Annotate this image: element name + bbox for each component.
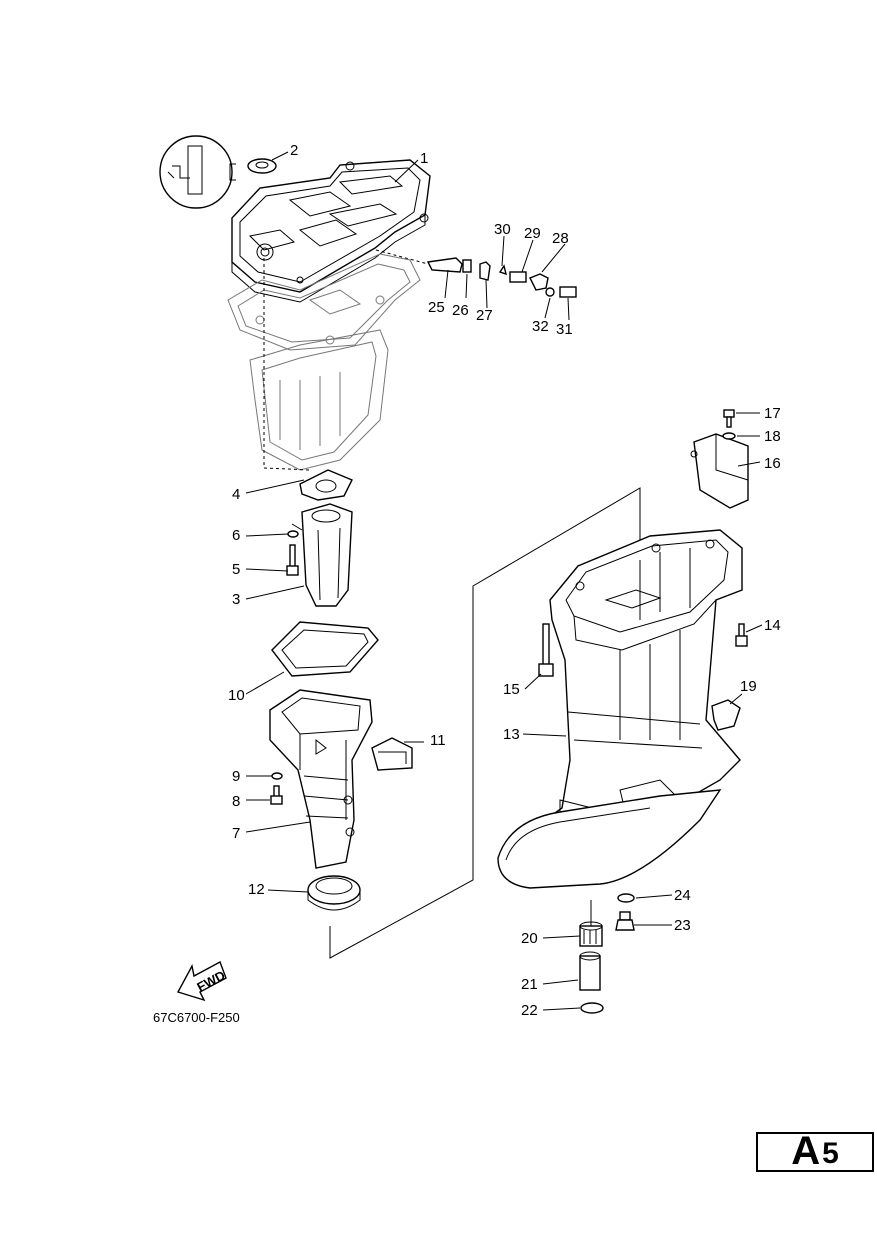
- upper-gasket-ghost: [227, 253, 421, 351]
- callout-18: 18: [764, 428, 781, 445]
- callout-2: 2: [290, 142, 298, 159]
- part-15-bolt: [538, 623, 554, 677]
- bracket-line: [329, 487, 641, 959]
- callout-27: 27: [476, 307, 493, 324]
- callout-9: 9: [232, 768, 240, 785]
- part-4-gasket: [299, 469, 353, 501]
- part-18-washer: [722, 432, 736, 440]
- part-9-washer: [271, 772, 283, 780]
- part-1-upper-casing: [231, 159, 431, 303]
- part-19-grommet: [711, 699, 741, 731]
- oil-pan-ghost: [249, 329, 389, 471]
- part-3-exhaust-pipe: [291, 503, 353, 607]
- callout-8: 8: [232, 793, 240, 810]
- callout-13: 13: [503, 726, 520, 743]
- page-badge-letter: A: [791, 1129, 821, 1173]
- part-5-bolt: [286, 544, 299, 576]
- callout-labels: 1 2 3 4 5 6 7 8 9 10 11 12 13 14 15 16 1…: [228, 142, 781, 1019]
- part-22-ring: [580, 1002, 604, 1014]
- part-23-drain-plug: [615, 911, 635, 931]
- small-parts-25-32: [375, 249, 577, 298]
- callout-29: 29: [524, 225, 541, 242]
- page-badge: A 5: [756, 1129, 874, 1173]
- callout-15: 15: [503, 681, 520, 698]
- callout-24: 24: [674, 887, 691, 904]
- part-10-gasket: [271, 621, 379, 677]
- callout-1: 1: [420, 150, 428, 167]
- page-badge-digit: 5: [822, 1137, 839, 1170]
- callout-17: 17: [764, 405, 781, 422]
- part-24-washer: [617, 893, 635, 903]
- part-12-seal: [307, 875, 361, 911]
- callout-11: 11: [430, 732, 446, 749]
- detail-inset: [159, 135, 236, 209]
- callout-4: 4: [232, 486, 240, 503]
- part-2-washer: [247, 158, 277, 174]
- callout-28: 28: [552, 230, 569, 247]
- callout-23: 23: [674, 917, 691, 934]
- part-7-muffler: [269, 689, 373, 869]
- callout-7: 7: [232, 825, 240, 842]
- callout-12: 12: [248, 881, 265, 898]
- part-16-plate: [690, 433, 749, 509]
- callout-19: 19: [740, 678, 757, 695]
- leader-lines: [245, 151, 763, 1011]
- callout-14: 14: [764, 617, 781, 634]
- callout-32: 32: [532, 318, 549, 335]
- part-21-sleeve: [579, 951, 601, 991]
- part-17-bolt: [723, 409, 735, 428]
- axis-line-upper: [263, 258, 311, 471]
- callout-22: 22: [521, 1002, 538, 1019]
- callout-6: 6: [232, 527, 240, 544]
- callout-30: 30: [494, 221, 511, 238]
- callout-26: 26: [452, 302, 469, 319]
- part-8-bolt: [270, 785, 283, 805]
- callout-3: 3: [232, 591, 240, 608]
- part-code: 67C6700-F250: [153, 1010, 240, 1025]
- part-11-rubber: [371, 737, 413, 771]
- fwd-label: FWD: [194, 967, 227, 994]
- callout-5: 5: [232, 561, 240, 578]
- callout-10: 10: [228, 687, 245, 704]
- fwd-arrow-icon: FWD: [176, 961, 228, 1002]
- callout-31: 31: [556, 321, 573, 338]
- callout-25: 25: [428, 299, 445, 316]
- part-14-bolt: [735, 623, 748, 647]
- callout-16: 16: [764, 455, 781, 472]
- callout-20: 20: [521, 930, 538, 947]
- callout-21: 21: [521, 976, 538, 993]
- part-6-washer: [287, 530, 299, 538]
- anti-ventilation-plate: [497, 789, 722, 889]
